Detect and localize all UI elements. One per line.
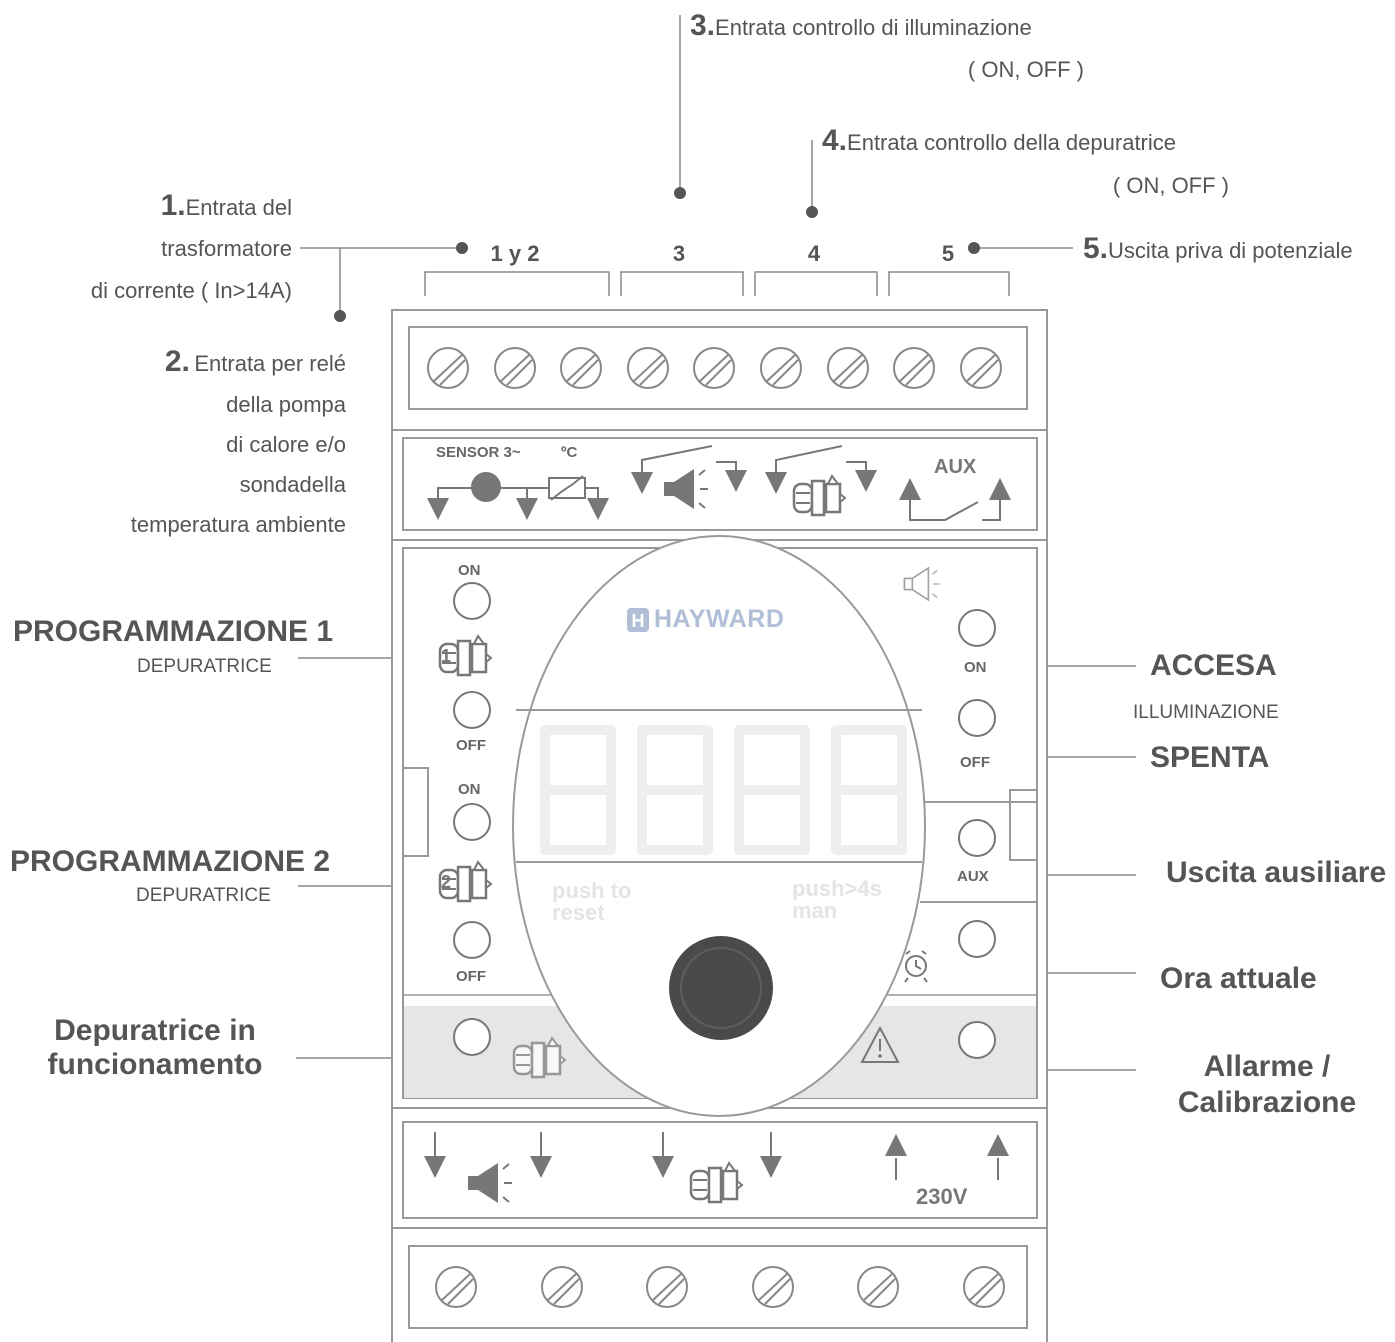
prog1-title: PROGRAMMAZIONE 1 (13, 615, 334, 648)
sensor-label: SENSOR 3~ (436, 444, 521, 461)
callout-1: 1.Entrata del (60, 189, 292, 223)
callout-1-line2: trasformatore (161, 236, 292, 261)
callout-2-line5: temperatura ambiente (130, 512, 346, 537)
main-knob[interactable] (669, 936, 773, 1040)
callout-1-number: 1. (160, 189, 186, 222)
prog2-off-button[interactable] (454, 922, 490, 958)
aux-button-label: AUX (957, 868, 989, 885)
voltage-label: 230V (916, 1184, 968, 1209)
push-to-reset-line1: push to (552, 878, 632, 903)
prog2-on-label: ON (458, 781, 481, 798)
alarm-button[interactable] (959, 1022, 995, 1058)
svg-text:H: H (632, 611, 645, 631)
callout-5-number: 5. (1083, 232, 1109, 265)
callout-4: 4.Entrata controllo della depuratrice (822, 124, 1176, 158)
light-off-button[interactable] (959, 700, 995, 736)
aux-terminal-label: AUX (934, 456, 977, 478)
aux-output-title: Uscita ausiliare (1166, 856, 1387, 889)
clock-button[interactable] (959, 921, 995, 957)
terminal-1-2-label: 1 y 2 (490, 241, 540, 266)
prog1-on-button[interactable] (454, 583, 490, 619)
light-on-title: ACCESA (1150, 649, 1277, 682)
callout-4-line2: ( ON, OFF ) (1112, 173, 1229, 198)
prog2-number: 2 (441, 872, 452, 892)
push-to-reset-label: push to reset (552, 880, 631, 924)
prog2-off-label: OFF (456, 968, 486, 985)
pump-running-button[interactable] (454, 1019, 490, 1055)
callout-1-line3: di corrente ( In>14A) (90, 278, 292, 303)
terminal-5-label: 5 (941, 241, 955, 266)
prog2-on-button[interactable] (454, 804, 490, 840)
prog2-title: PROGRAMMAZIONE 2 (10, 845, 331, 878)
prog1-on-label: ON (458, 562, 481, 579)
prog2-subtitle: DEPURATRICE (136, 885, 271, 906)
alarm-line2: Calibrazione (1177, 1086, 1357, 1119)
prog1-number: 1 (441, 646, 452, 666)
light-on-button[interactable] (959, 610, 995, 646)
push-manual-line2: man (792, 898, 838, 923)
light-off-title: SPENTA (1150, 741, 1270, 774)
callout-3: 3.Entrata controllo di illuminazione (690, 9, 1032, 43)
callout-1-line1: Entrata del (185, 195, 292, 220)
callout-5-line1: Uscita priva di potenziale (1108, 238, 1353, 263)
callout-2-number: 2. (164, 345, 190, 378)
light-on-label: ON (964, 659, 987, 676)
callout-2-line2: della pompa (226, 392, 346, 417)
pump-running-line2: funcionamento (47, 1048, 263, 1081)
lighting-subtitle: ILLUMINAZIONE (1133, 702, 1279, 723)
celsius-label: ºC (561, 444, 578, 461)
callout-2-line4: sondadella (239, 472, 346, 497)
alarm-label: Allarme / Calibrazione (1150, 1049, 1384, 1121)
prog1-subtitle: DEPURATRICE (137, 656, 272, 677)
terminal-4-label: 4 (807, 241, 821, 266)
push-to-reset-line2: reset (552, 900, 605, 925)
push-manual-line1: push>4s (792, 876, 882, 901)
aux-button[interactable] (959, 820, 995, 856)
callout-3-line1: Entrata controllo di illuminazione (715, 15, 1032, 40)
callout-4-line1: Entrata controllo della depuratrice (847, 130, 1176, 155)
current-time-title: Ora attuale (1160, 962, 1317, 995)
callout-3-number: 3. (690, 9, 716, 42)
pump-running-label: Depuratrice in funcionamento (30, 1014, 280, 1082)
callout-4-number: 4. (822, 124, 848, 157)
brand-logo: HAYWARD (654, 605, 785, 633)
callout-2-line3: di calore e/o (226, 432, 346, 457)
prog1-off-label: OFF (456, 737, 486, 754)
alarm-line1: Allarme / (1203, 1050, 1331, 1083)
pump-running-line1: Depuratrice in (54, 1014, 256, 1047)
callout-2-line1: Entrata per relé (194, 351, 346, 376)
terminal-3-label: 3 (672, 241, 686, 266)
callout-5: 5.Uscita priva di potenziale (1083, 232, 1353, 266)
prog1-off-button[interactable] (454, 692, 490, 728)
light-off-label: OFF (960, 754, 990, 771)
push-manual-label: push>4s man (792, 878, 882, 922)
callout-2: 2. Entrata per relé (80, 345, 346, 379)
callout-3-line2: ( ON, OFF ) (967, 57, 1084, 82)
